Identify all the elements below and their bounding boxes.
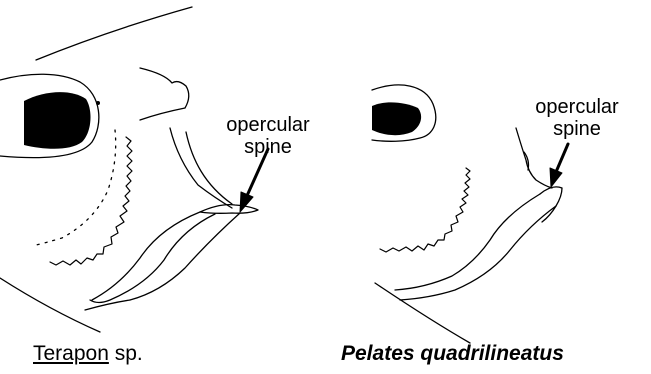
callout-line-2: spine (210, 136, 326, 158)
caption-suffix: sp. (109, 342, 143, 365)
serrated-preopercle-right (380, 168, 470, 252)
terapon-caption: Terapon sp. (33, 343, 143, 364)
head-top-outline (36, 7, 192, 60)
caption-genus: Terapon (33, 342, 109, 365)
pelates-callout-arrow (550, 144, 568, 187)
lower-contour-1 (0, 278, 100, 332)
gill-cover-bottom (130, 213, 240, 300)
gill-cover-upper-right (395, 194, 540, 290)
cheek-bump (140, 68, 189, 120)
pelates-caption: Pelates quadrilineatus (341, 343, 564, 364)
eye-pupil (24, 92, 91, 149)
eye-rim-dot (96, 101, 100, 105)
callout-line-1: opercular (519, 96, 635, 118)
terapon-head-drawing (0, 7, 258, 332)
callout-line-1: opercular (210, 114, 326, 136)
terapon-spine-callout: opercular spine (210, 114, 326, 158)
pelates-spine-callout: opercular spine (519, 96, 635, 140)
callout-line-2: spine (519, 118, 635, 140)
terapon-callout-arrow (240, 149, 268, 212)
gill-cover-upper (92, 212, 200, 300)
lower-contour-right (375, 283, 470, 343)
caption-species: Pelates quadrilineatus (341, 342, 564, 365)
eye-pupil-right (372, 102, 421, 135)
